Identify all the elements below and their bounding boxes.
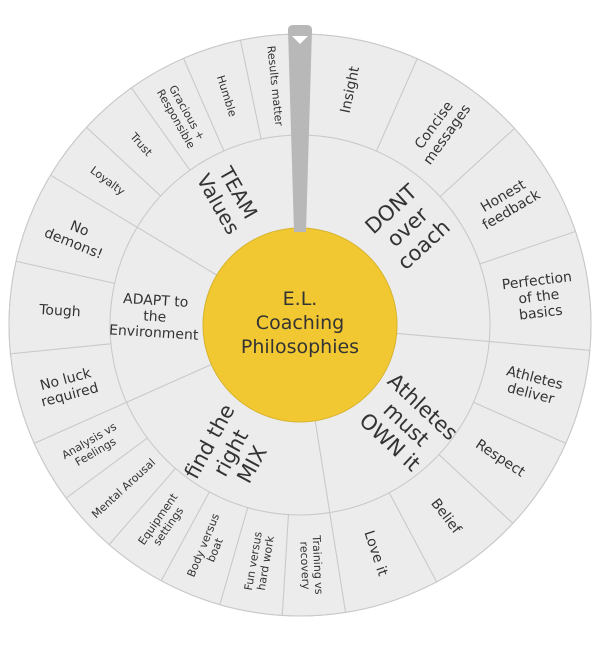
center-title-line: Philosophies bbox=[241, 336, 359, 358]
section-label-line: the bbox=[143, 308, 167, 325]
pointer[interactable] bbox=[288, 25, 312, 232]
item-label-line: Tough bbox=[38, 302, 81, 321]
item-label: Tough bbox=[38, 302, 81, 321]
item-label-line: Training vs bbox=[310, 534, 326, 595]
item-label-line: recovery bbox=[297, 541, 312, 590]
section-label: ADAPT totheEnvironment bbox=[109, 290, 202, 344]
center-title-line: E.L. bbox=[283, 288, 318, 310]
section-label-line: Environment bbox=[109, 322, 200, 343]
item-label-line: No bbox=[68, 218, 92, 240]
item-label: Training vsrecovery bbox=[297, 534, 326, 596]
center-title-line: Coaching bbox=[256, 312, 344, 334]
triangle-down-icon bbox=[292, 36, 308, 44]
item-label-line: basics bbox=[518, 303, 563, 324]
item-label-line: of the bbox=[518, 287, 561, 308]
section-label-line: ADAPT to bbox=[123, 291, 189, 311]
